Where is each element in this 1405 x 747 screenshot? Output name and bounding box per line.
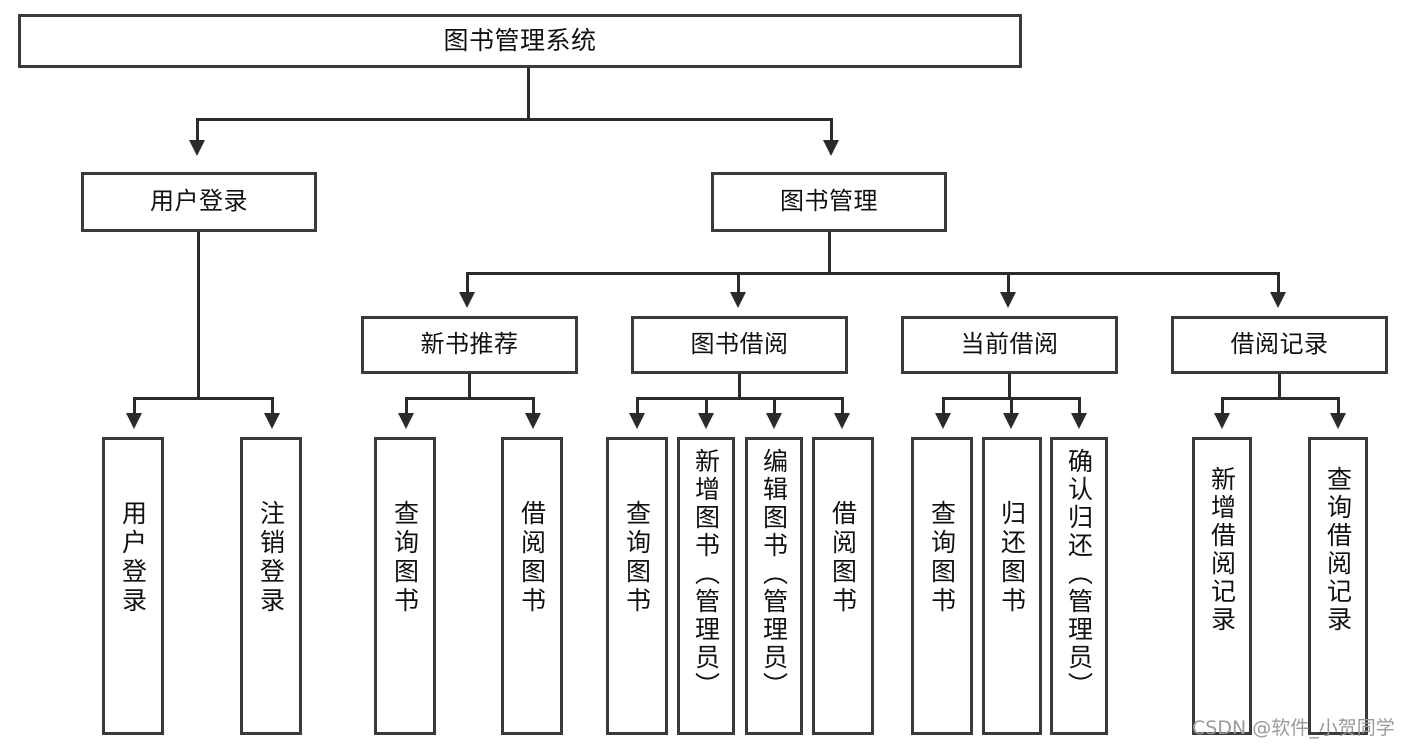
connector-to-current-borrow [1007,272,1010,294]
arrowhead-user-login-leaf-1 [126,413,142,429]
node-label: 新增图书（管理员） [691,448,721,700]
node-new-book-recommend[interactable]: 新书推荐 [361,316,578,374]
connector-user-login-to-leaf-2 [271,397,274,415]
connector-new-book-leaf-1 [405,397,408,415]
leaf-query-borrow-record[interactable]: 查询借阅记录 [1308,437,1368,735]
connector-book-borrow-leaf-3 [773,397,776,415]
arrowhead-book-borrow-leaf-1 [629,413,645,429]
node-book-management[interactable]: 图书管理 [711,172,947,232]
node-label: 确认归还（管理员） [1064,448,1094,700]
arrowhead-borrow-records-leaf-2 [1330,413,1346,429]
node-label: 编辑图书（管理员） [759,448,789,700]
arrowhead-book-borrow [730,292,746,308]
connector-book-borrow-bus [636,397,843,400]
connector-book-borrow-stem [738,374,741,400]
leaf-query-book-borrow[interactable]: 查询图书 [606,437,668,735]
arrowhead-borrow-records-leaf-1 [1214,413,1230,429]
leaf-return-book[interactable]: 归还图书 [982,437,1042,735]
arrowhead-book-borrow-leaf-3 [766,413,782,429]
connector-user-login-bus [133,397,274,400]
node-book-borrow[interactable]: 图书借阅 [631,316,848,374]
leaf-confirm-return-admin[interactable]: 确认归还（管理员） [1050,437,1108,735]
node-label: 新增借阅记录 [1207,466,1237,634]
connector-root-bus [196,118,832,121]
connector-new-book-bus [405,397,535,400]
node-label: 图书管理 [780,187,878,216]
leaf-query-book-current[interactable]: 查询图书 [911,437,973,735]
node-label: 查询图书 [927,500,957,616]
connector-to-borrow-records [1277,272,1280,294]
arrowhead-user-login-leaf-2 [264,413,280,429]
node-label: 查询图书 [390,500,420,616]
connector-user-login-stem [197,232,200,400]
node-borrow-records[interactable]: 借阅记录 [1171,316,1388,374]
arrowhead-current-borrow-leaf-1 [935,413,951,429]
leaf-edit-book-admin[interactable]: 编辑图书（管理员） [745,437,803,735]
leaf-add-borrow-record[interactable]: 新增借阅记录 [1192,437,1252,735]
connector-root-stem [527,68,530,120]
leaf-user-login[interactable]: 用户登录 [102,437,164,735]
connector-current-borrow-leaf-1 [942,397,945,415]
arrowhead-new-book-leaf-1 [398,413,414,429]
leaf-query-book-recommend[interactable]: 查询图书 [374,437,436,735]
arrowhead-new-book-leaf-2 [525,413,541,429]
arrowhead-current-borrow [1000,292,1016,308]
arrowhead-book-borrow-leaf-4 [834,413,850,429]
node-label: 借阅图书 [828,500,858,616]
node-root-system[interactable]: 图书管理系统 [18,14,1022,68]
leaf-borrow-book-recommend[interactable]: 借阅图书 [501,437,563,735]
node-label: 查询借阅记录 [1323,466,1353,634]
arrowhead-book-borrow-leaf-2 [698,413,714,429]
connector-borrow-records-leaf-2 [1337,397,1340,415]
leaf-add-book-admin[interactable]: 新增图书（管理员） [677,437,735,735]
connector-current-borrow-leaf-2 [1010,397,1013,415]
connector-borrow-records-bus [1221,397,1340,400]
node-label: 借阅图书 [517,500,547,616]
connector-current-borrow-stem [1008,374,1011,400]
connector-book-manage-stem [828,232,831,274]
csdn-watermark: CSDN @软件_小贺同学 [1192,717,1395,739]
connector-book-borrow-leaf-2 [705,397,708,415]
node-current-borrow[interactable]: 当前借阅 [901,316,1118,374]
node-label: 归还图书 [997,500,1027,616]
leaf-logout[interactable]: 注销登录 [240,437,302,735]
arrowhead-new-book [459,292,475,308]
connector-new-book-leaf-2 [532,397,535,415]
node-label: 用户登录 [118,500,148,616]
node-label: 新书推荐 [420,330,519,359]
connector-borrow-records-stem [1278,374,1281,400]
arrowhead-current-borrow-leaf-3 [1071,413,1087,429]
connector-borrow-records-leaf-1 [1221,397,1224,415]
connector-book-borrow-leaf-1 [636,397,639,415]
connector-new-book-stem [468,374,471,400]
arrowhead-user-login [189,140,205,156]
node-label: 图书借阅 [690,330,789,359]
node-label: 当前借阅 [960,330,1059,359]
connector-book-borrow-leaf-4 [841,397,844,415]
node-label: 用户登录 [150,187,248,216]
connector-book-manage-bus [466,272,1278,275]
arrowhead-book-manage [823,140,839,156]
connector-user-login-to-leaf-1 [133,397,136,415]
leaf-borrow-book[interactable]: 借阅图书 [812,437,874,735]
node-user-login[interactable]: 用户登录 [81,172,317,232]
node-label: 借阅记录 [1230,330,1329,359]
connector-current-borrow-leaf-3 [1078,397,1081,415]
node-label: 图书管理系统 [443,25,597,55]
connector-root-to-book-manage [830,118,833,142]
node-label: 查询图书 [622,500,652,616]
connector-to-book-borrow [737,272,740,294]
arrowhead-current-borrow-leaf-2 [1003,413,1019,429]
connector-root-to-user-login [196,118,199,142]
arrowhead-borrow-records [1270,292,1286,308]
node-label: 注销登录 [256,500,286,616]
connector-to-new-book [466,272,469,294]
